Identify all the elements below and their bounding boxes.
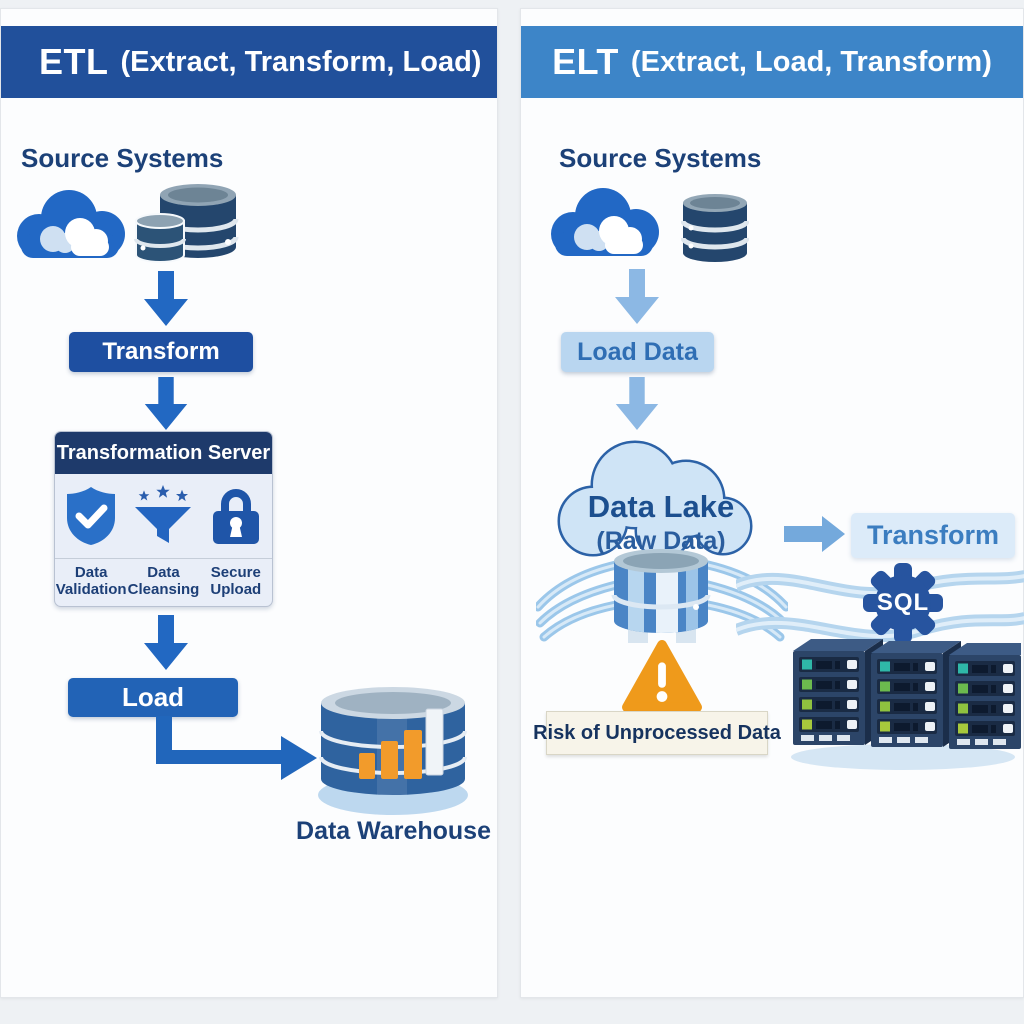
feature-label-data-cleansing: Data Cleansing	[127, 564, 200, 598]
etl-source-systems-label: Source Systems	[21, 143, 224, 173]
sql-gear-icon	[863, 563, 943, 643]
transformation-server-box: Transformation Server	[54, 431, 273, 607]
arrow-right-icon	[784, 516, 845, 552]
elt-header-banner: ELT (Extract, Load, Transform)	[521, 26, 1023, 98]
elt-load-data-step: Load Data	[561, 332, 714, 372]
server-feature-labels: Data Validation Data Cleansing Secure Up…	[55, 558, 272, 598]
etl-title-expansion: (Extract, Transform, Load)	[120, 45, 482, 78]
elt-source-systems-label: Source Systems	[559, 143, 762, 173]
elt-load-data-label: Load Data	[577, 337, 698, 366]
cloud-icon	[17, 190, 125, 258]
elt-transform-step: Transform	[851, 513, 1015, 558]
data-lake-cloud-icon	[557, 440, 753, 560]
warning-triangle-icon	[622, 639, 702, 713]
arrow-down-icon	[144, 377, 188, 431]
lake-database-waves-icon	[536, 549, 788, 643]
etl-panel: ETL (Extract, Transform, Load) Source Sy…	[0, 8, 498, 998]
data-warehouse-label: Data Warehouse	[296, 817, 491, 845]
elt-transform-label: Transform	[866, 520, 1000, 550]
etl-header-banner: ETL (Extract, Transform, Load)	[1, 26, 497, 98]
arrow-down-icon	[615, 377, 659, 431]
elt-title: ELT	[552, 41, 619, 82]
etl-load-step: Load	[68, 678, 238, 717]
elt-panel: ELT (Extract, Load, Transform) Source Sy…	[520, 8, 1024, 998]
databases-icon	[134, 184, 239, 263]
feature-label-data-validation: Data Validation	[55, 564, 127, 598]
elbow-arrow-right-icon	[156, 716, 317, 780]
etl-transform-label: Transform	[102, 338, 220, 365]
etl-title: ETL	[39, 41, 109, 82]
etl-transform-step: Transform	[69, 332, 253, 372]
funnel-stars-icon	[135, 485, 192, 543]
arrow-down-icon	[144, 615, 188, 670]
elt-title-expansion: (Extract, Load, Transform)	[630, 45, 992, 78]
arrow-down-icon	[144, 271, 188, 326]
database-icon	[681, 194, 749, 262]
etl-load-label: Load	[121, 682, 185, 712]
risk-warning-label: Risk of Unprocessed Data	[533, 721, 781, 744]
risk-warning-box: Risk of Unprocessed Data	[533, 711, 781, 755]
server-racks-icon	[791, 639, 1021, 770]
data-lake-title: Data Lake	[587, 489, 735, 524]
arrow-down-icon	[615, 269, 659, 324]
shield-check-icon	[67, 487, 116, 545]
padlock-icon	[212, 489, 259, 544]
cloud-icon	[551, 188, 659, 256]
data-warehouse-icon	[318, 687, 468, 815]
server-feature-icons	[55, 474, 272, 558]
sql-gear-label: SQL	[876, 589, 930, 616]
transformation-server-title: Transformation Server	[55, 432, 272, 474]
feature-label-secure-upload: Secure Upload	[210, 564, 262, 598]
warehouse-bar-chart-icon	[359, 708, 444, 779]
